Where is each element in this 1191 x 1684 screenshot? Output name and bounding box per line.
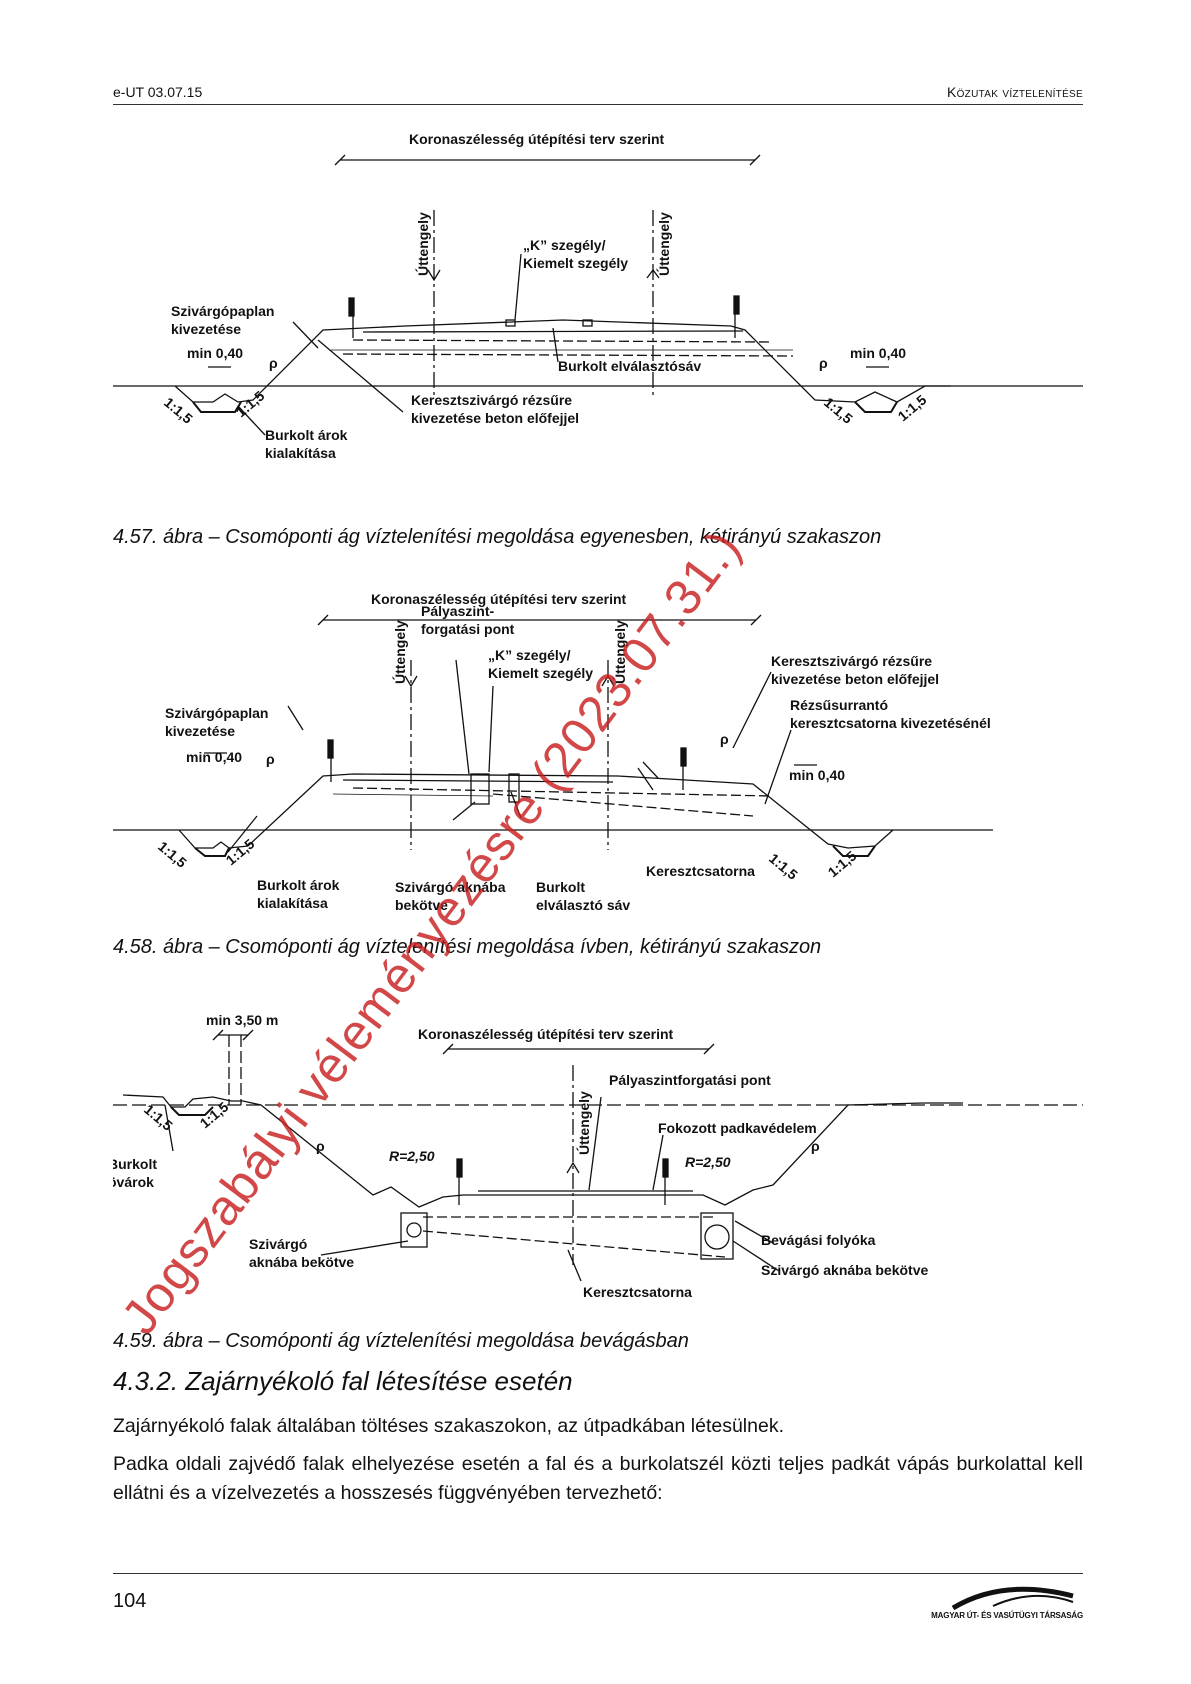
label-width: Koronaszélesség útépítési terv szerint	[371, 591, 627, 607]
label-axis-left: Úttengely	[391, 620, 408, 684]
label-r-left: R=2,50	[389, 1148, 435, 1164]
publisher-logo: MAGYAR ÚT- ÉS VASÚTÜGYI TÁRSASÁG	[931, 1578, 1083, 1620]
label-manhole-2: bekötve	[395, 897, 448, 913]
figure-4-58: Koronaszélesség útépítési terv szerint Ú…	[113, 590, 1083, 920]
label-manhole-1: Szivárgó aknába	[395, 879, 506, 895]
label-drain-2: kivezetése	[171, 321, 241, 337]
page-number: 104	[113, 1590, 147, 1612]
figure-4-58-drawing: Koronaszélesség útépítési terv szerint Ú…	[113, 591, 993, 913]
label-width: Koronaszélesség útépítési terv szerint	[409, 131, 665, 147]
figure-4-57: Koronaszélesség útépítési terv szerint Ú…	[113, 130, 1083, 510]
label-channel: Keresztcsatorna	[646, 863, 755, 879]
label-sep-1: Burkolt	[536, 879, 585, 895]
label-curb-1: „K” szegély/	[488, 647, 571, 663]
label-slope-1: 1:1,5	[155, 838, 190, 871]
label-rho-right: ρ	[819, 355, 828, 371]
label-pivot-2: forgatási pont	[421, 621, 515, 637]
label-manhole-right: Szivárgó aknába bekötve	[761, 1262, 929, 1278]
label-ditch-1: Burkolt	[113, 1156, 157, 1172]
label-slope-3: 1:1,5	[766, 850, 801, 883]
header-rule	[113, 104, 1083, 105]
label-drain-1: Szivárgópaplan	[165, 705, 268, 721]
label-sep: Burkolt elválasztósáv	[558, 358, 701, 374]
label-ditch-2: kialakítása	[257, 895, 328, 911]
publisher-name: MAGYAR ÚT- ÉS VASÚTÜGYI TÁRSASÁG	[931, 1611, 1083, 1620]
paragraph-1: Zajárnyékoló falak általában töltéses sz…	[113, 1415, 784, 1437]
label-min-left: min 0,40	[187, 345, 243, 361]
label-chute-2: keresztcsatorna kivezetésénél	[790, 715, 991, 731]
label-min350: min 3,50 m	[206, 1012, 278, 1028]
label-cross-2: kivezetése beton előfejjel	[771, 671, 939, 687]
doc-code: e-UT 03.07.15	[113, 84, 203, 100]
label-axis-right: Úttengely	[655, 212, 672, 276]
label-rho-right: ρ	[720, 731, 729, 747]
label-ditch-1: Burkolt árok	[257, 877, 340, 893]
paragraph-2: Padka oldali zajvédő falak elhelyezése e…	[113, 1453, 1083, 1504]
logo-arc-icon	[951, 1586, 1074, 1611]
figure-4-59: min 3,50 m Koronaszélesség útépítési ter…	[113, 1005, 1083, 1315]
label-ditch-2: övárok	[113, 1174, 154, 1190]
label-slope-4: 1:1,5	[895, 391, 930, 424]
label-sep-2: elválasztó sáv	[536, 897, 630, 913]
label-slope-1: 1:1,5	[161, 394, 196, 427]
label-cross-1: Keresztszivárgó rézsűre	[771, 653, 932, 669]
label-ditch-2: kialakítása	[265, 445, 336, 461]
label-curb-1: „K” szegély/	[523, 237, 606, 253]
label-axis: Úttengely	[575, 1091, 592, 1155]
figure-4-59-drawing: min 3,50 m Koronaszélesség útépítési ter…	[113, 1012, 1083, 1300]
label-channel: Keresztcsatorna	[583, 1284, 692, 1300]
label-manhole-l1: Szivárgó	[249, 1236, 307, 1252]
label-r-right: R=2,50	[685, 1154, 731, 1170]
label-cross-1: Keresztszivárgó rézsűre	[411, 392, 572, 408]
figure-4-57-drawing: Koronaszélesség útépítési terv szerint Ú…	[113, 131, 1083, 461]
label-slope-4: 1:1,5	[825, 847, 860, 880]
label-width: Koronaszélesség útépítési terv szerint	[418, 1026, 674, 1042]
label-min-left: min 0,40	[186, 749, 242, 765]
label-axis-right: Úttengely	[611, 620, 628, 684]
section-title: Közutak víztelenítése	[946, 84, 1083, 100]
footer-rule	[113, 1573, 1083, 1574]
label-manhole-l2: aknába bekötve	[249, 1254, 354, 1270]
label-curb-2: Kiemelt szegély	[523, 255, 628, 271]
label-rho-right: ρ	[811, 1138, 820, 1154]
label-shoulder: Fokozott padkavédelem	[658, 1120, 817, 1136]
section-heading: 4.3.2. Zajárnyékoló fal létesítése eseté…	[113, 1366, 573, 1396]
label-drain-2: kivezetése	[165, 723, 235, 739]
label-slope-2: 1:1,5	[197, 1098, 232, 1131]
caption-4-57: 4.57. ábra – Csomóponti ág víztelenítési…	[113, 526, 882, 548]
caption-4-58: 4.58. ábra – Csomóponti ág víztelenítési…	[113, 936, 822, 958]
label-rho-left: ρ	[266, 751, 275, 767]
caption-4-59: 4.59. ábra – Csomóponti ág víztelenítési…	[113, 1330, 689, 1352]
label-min-right: min 0,40	[850, 345, 906, 361]
label-drain-1: Szivárgópaplan	[171, 303, 274, 319]
label-chute-1: Rézsűsurrantó	[790, 697, 888, 713]
label-rho-left: ρ	[269, 355, 278, 371]
label-pivot: Pályaszintforgatási pont	[609, 1072, 771, 1088]
label-slope-2: 1:1,5	[223, 835, 258, 868]
label-axis-left: Úttengely	[414, 212, 431, 276]
label-cross-2: kivezetése beton előfejjel	[411, 410, 579, 426]
label-slope-2: 1:1,5	[233, 387, 268, 420]
label-min-right: min 0,40	[789, 767, 845, 783]
label-curb-2: Kiemelt szegély	[488, 665, 593, 681]
label-gutter: Bevágási folyóka	[761, 1232, 876, 1248]
label-slope-3: 1:1,5	[821, 394, 856, 427]
label-ditch-1: Burkolt árok	[265, 427, 348, 443]
label-rho-left: ρ	[316, 1138, 325, 1154]
label-pivot-1: Pályaszint-	[421, 603, 494, 619]
